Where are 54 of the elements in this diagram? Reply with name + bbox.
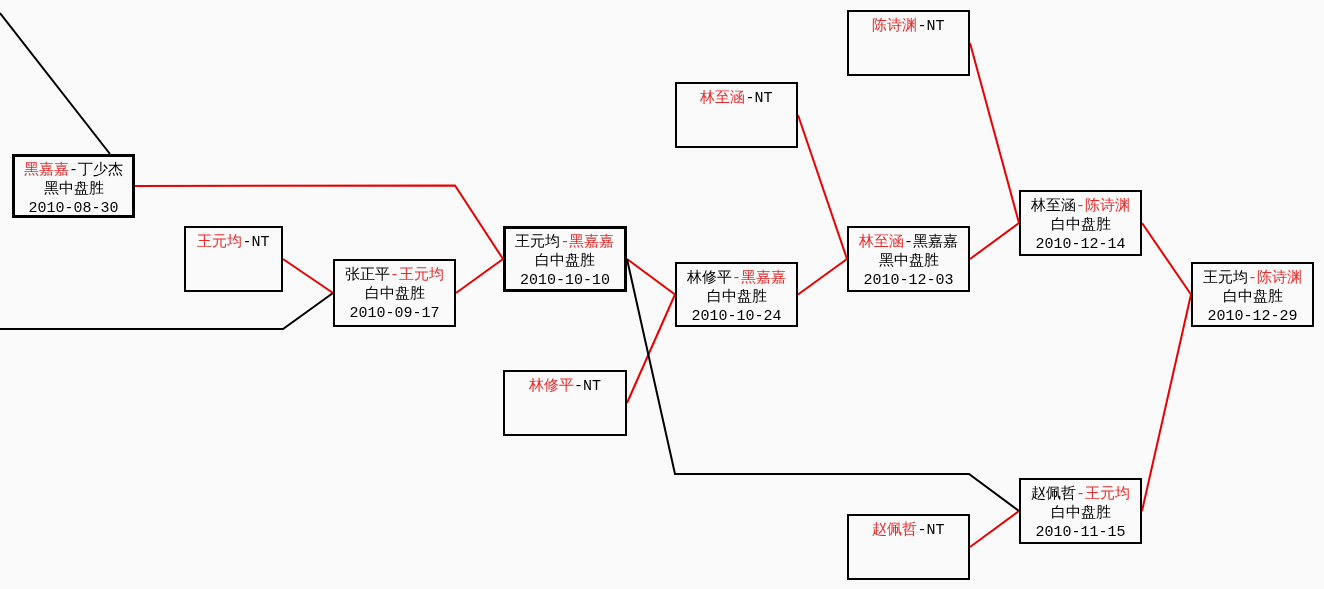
result-text: 白中盘胜 [1222,288,1283,307]
match-box [1019,478,1142,544]
result-text: 白中盘胜 [1050,216,1111,235]
bracket-line [455,258,504,294]
bracket-line [282,258,334,294]
match-box [675,262,798,327]
player-names: 林至涵-NT [700,89,773,108]
bracket-line [626,293,676,404]
match-box [1019,190,1142,256]
match-box [184,226,283,292]
bracket-line [1141,222,1192,296]
bracket-line [0,12,111,155]
result-text: 白中盘胜 [1050,504,1111,523]
bracket-line [969,222,1020,260]
bracket-line [626,258,1020,512]
bracket-line [969,510,1020,548]
result-text: 白中盘胜 [706,288,767,307]
match-box [333,259,456,327]
bracket-line [626,258,676,296]
match-box [847,514,970,580]
date-text: 2010-08-30 [28,199,119,218]
match-box [847,226,970,292]
player-names: 林修平-NT [529,377,601,396]
player-names: 王元均-黑嘉嘉 [515,233,615,252]
player-names: 林至涵-黑嘉嘉 [859,233,958,252]
player-names: 林修平-黑嘉嘉 [687,269,786,288]
date-text: 2010-12-03 [863,271,954,290]
result-text: 黑中盘胜 [878,252,939,271]
result-text: 白中盘胜 [535,252,595,271]
player-names: 王元均-NT [197,233,270,252]
player-names: 黑嘉嘉-丁少杰 [24,161,123,180]
player-names: 张正平-王元均 [345,266,444,285]
match-box [847,10,970,76]
bracket-line [0,292,334,330]
player-names: 王元均-陈诗渊 [1203,269,1302,288]
bracket-line [134,184,504,260]
match-box [503,226,627,292]
match-box [675,82,798,148]
date-text: 2010-10-24 [691,307,782,326]
match-box [12,154,135,218]
bracket-line [797,258,848,296]
match-box [503,370,627,436]
result-text: 白中盘胜 [364,285,425,304]
date-text: 2010-11-15 [1035,523,1126,542]
match-box [1191,262,1314,327]
date-text: 2010-09-17 [349,304,440,323]
date-text: 2010-12-14 [1035,235,1126,254]
player-names: 赵佩哲-王元均 [1031,485,1130,504]
player-names: 陈诗渊-NT [872,17,945,36]
result-text: 黑中盘胜 [43,180,104,199]
player-names: 林至涵-陈诗渊 [1031,197,1130,216]
date-text: 2010-10-10 [520,271,610,290]
date-text: 2010-12-29 [1207,307,1298,326]
player-names: 赵佩哲-NT [872,521,945,540]
